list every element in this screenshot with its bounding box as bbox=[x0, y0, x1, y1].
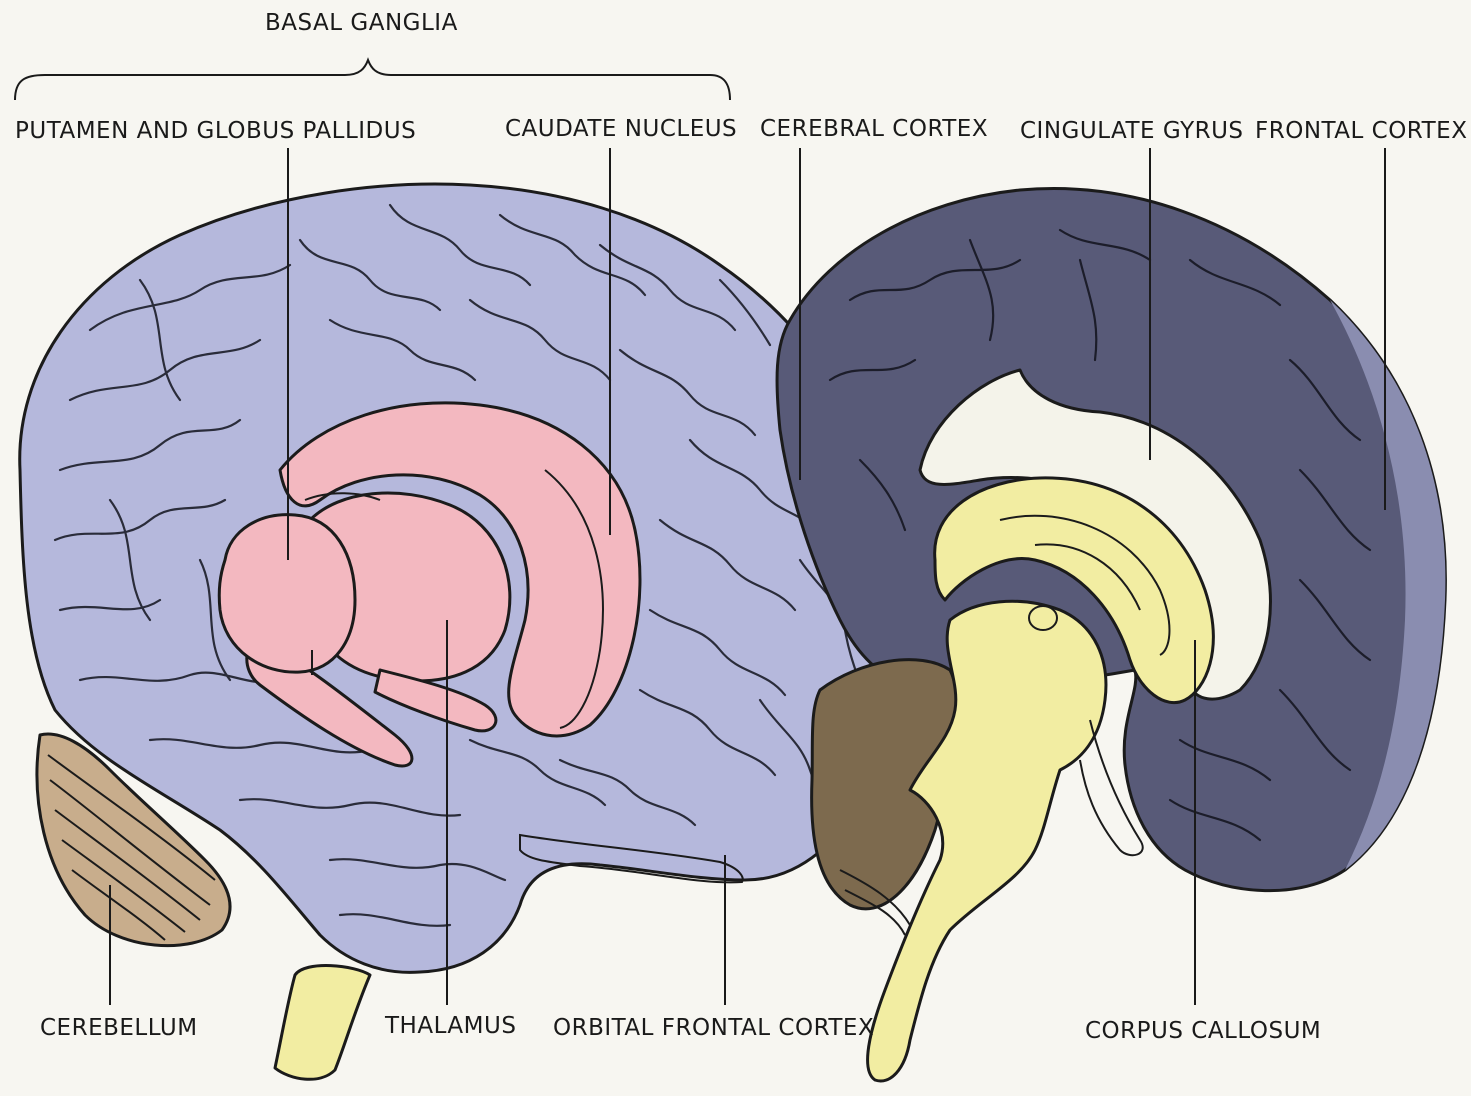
label-orbital-frontal-cortex: ORBITAL FRONTAL CORTEX bbox=[553, 1015, 874, 1041]
basal-ganglia-brace bbox=[15, 60, 730, 100]
label-basal-ganglia: BASAL GANGLIA bbox=[265, 10, 458, 36]
label-thalamus: THALAMUS bbox=[384, 1013, 516, 1039]
label-putamen-globus-pallidus: PUTAMEN AND GLOBUS PALLIDUS bbox=[15, 118, 416, 144]
label-cerebellum: CEREBELLUM bbox=[40, 1015, 198, 1041]
label-corpus-callosum: CORPUS CALLOSUM bbox=[1085, 1018, 1321, 1044]
label-frontal-cortex: FRONTAL CORTEX bbox=[1255, 118, 1467, 144]
label-caudate-nucleus: CAUDATE NUCLEUS bbox=[505, 116, 737, 142]
medial-hemisphere bbox=[777, 188, 1445, 1080]
label-cingulate-gyrus: CINGULATE GYRUS bbox=[1020, 118, 1244, 144]
brainstem-stub bbox=[275, 966, 370, 1080]
label-cerebral-cortex: CEREBRAL CORTEX bbox=[760, 116, 988, 142]
